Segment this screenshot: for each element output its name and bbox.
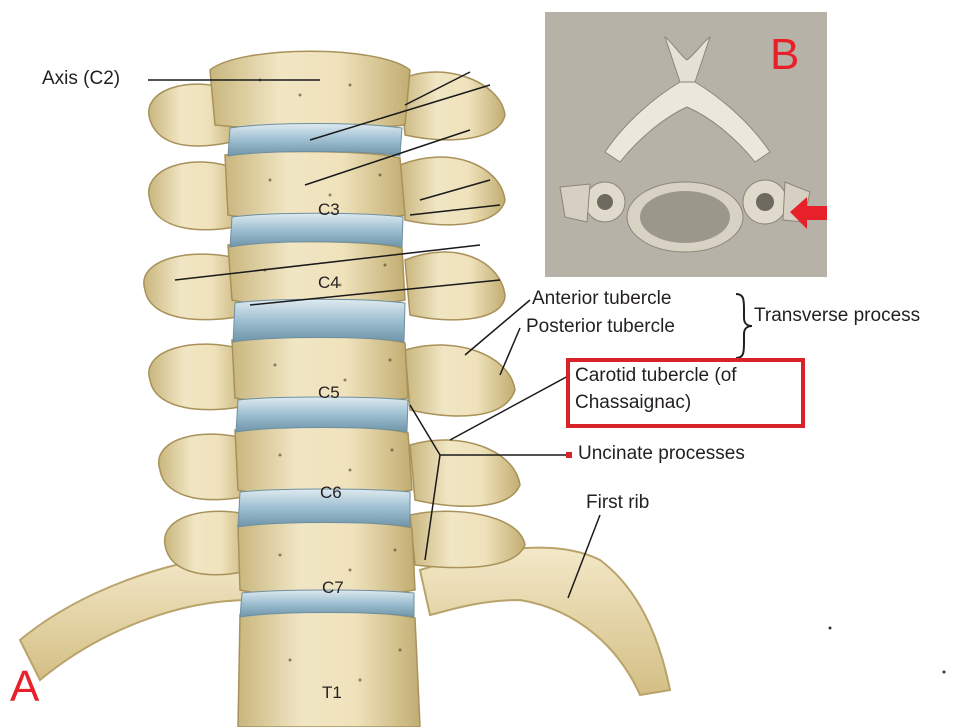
panel-b-letter: B xyxy=(770,30,799,80)
c4-body xyxy=(228,242,405,306)
axis-body xyxy=(210,51,410,129)
vertebra-label-c3: C3 xyxy=(318,200,340,220)
label-first-rib: First rib xyxy=(586,492,649,514)
label-carotid-line2: Chassaignac) xyxy=(575,392,691,414)
panel-a-letter: A xyxy=(10,662,39,712)
label-transverse-process: Transverse process xyxy=(754,305,920,327)
vertebra-label-c7: C7 xyxy=(322,578,344,598)
disc-c3-c4 xyxy=(230,213,403,247)
vertebra-label-c4: C4 xyxy=(318,273,340,293)
first-rib-right xyxy=(420,548,670,695)
vertebra-label-c6: C6 xyxy=(320,483,342,503)
c3-body xyxy=(225,152,405,221)
vertebra-label-c5: C5 xyxy=(318,383,340,403)
label-uncinate: Uncinate processes xyxy=(578,443,745,465)
disc-c2-c3 xyxy=(228,124,402,157)
disc-c4-c5 xyxy=(233,299,405,342)
label-posterior-tubercle: Posterior tubercle xyxy=(526,316,675,338)
label-carotid-line1: Carotid tubercle (of xyxy=(575,365,737,387)
label-anterior-tubercle: Anterior tubercle xyxy=(532,288,671,310)
t1-body xyxy=(238,612,420,727)
transverse-brace xyxy=(736,294,752,358)
label-axis: Axis (C2) xyxy=(42,68,120,90)
leader-posterior-tubercle xyxy=(500,328,520,375)
vertebra-label-t1: T1 xyxy=(322,683,342,703)
